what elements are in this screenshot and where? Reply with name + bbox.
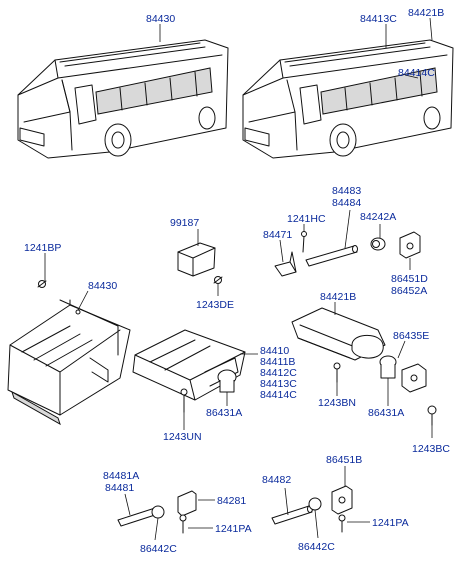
label-86431A-right: 86431A [368,407,404,419]
label-bus-right-84421B: 84421B [408,7,444,19]
cap-84242A [370,237,386,251]
bus-illustration-right [242,39,454,159]
label-1243BN: 1243BN [318,397,356,409]
screw-1241HC [301,231,307,253]
label-84412C: 84412C [260,367,297,379]
rod-84482 [271,505,313,525]
leader-lines [44,17,433,541]
roof-rail-84410 [132,329,246,401]
cap-86442C-left [151,505,165,519]
bracket-84281 [177,490,197,517]
label-99187: 99187 [170,217,199,229]
label-84483: 84483 [332,185,361,197]
label-84484: 84484 [332,197,361,209]
bracket-99187 [177,242,216,277]
label-1241HC: 1241HC [287,213,326,225]
label-84413C: 84413C [260,378,297,390]
screw-1243UN [180,388,188,413]
label-rail-84430: 84430 [88,280,117,292]
label-84481: 84481 [105,482,134,494]
label-1243DE: 1243DE [196,299,234,311]
label-86451B: 86451B [326,454,362,466]
label-84482: 84482 [262,474,291,486]
screw-1241PA-left [179,514,187,534]
label-84481A: 84481A [103,470,139,482]
cap-86431A-mid [217,369,237,393]
label-1243UN: 1243UN [163,431,202,443]
label-bus-right-84414C: 84414C [398,67,435,79]
label-1241BP: 1241BP [24,242,61,254]
label-86451D: 86451D [391,273,428,285]
bus-illustration-left [17,39,229,159]
label-84411B: 84411B [260,356,295,368]
screw-1243BN [333,362,341,383]
label-84242A: 84242A [360,211,396,223]
label-1241PA-left: 1241PA [215,523,252,535]
screw-1241BP [37,280,47,288]
cap-86431A-right [379,355,397,379]
label-86442C-right: 86442C [298,541,335,553]
label-86435E: 86435E [393,330,429,342]
label-84281: 84281 [217,495,246,507]
label-bus-left-84430: 84430 [146,13,175,25]
label-84414C: 84414C [260,389,297,401]
screw-1243BC [427,405,437,426]
clip-84471 [274,251,297,277]
bracket-86451D [399,231,421,259]
label-rail-84421B: 84421B [320,291,356,303]
label-bus-right-84413C: 84413C [360,13,397,25]
bracket-86451B [331,485,353,515]
label-84410: 84410 [260,345,289,357]
roof-rail-84430 [7,299,131,426]
label-1243BC: 1243BC [412,443,450,455]
rod-84483 [305,245,358,267]
roof-rail-84421B [291,307,386,361]
label-86452A: 86452A [391,285,427,297]
cap-86442C-right [308,497,322,511]
label-86442C-left: 86442C [140,543,177,555]
label-1241PA-right: 1241PA [372,517,409,529]
screw-1241PA-right [338,514,346,533]
callout-labels: 84430 84413C 84421B 84414C 99187 1241HC … [24,7,450,555]
label-84471: 84471 [263,229,292,241]
label-86431A-mid: 86431A [206,407,242,419]
screw-1243DE [213,276,223,284]
clip-86435E [401,363,427,393]
